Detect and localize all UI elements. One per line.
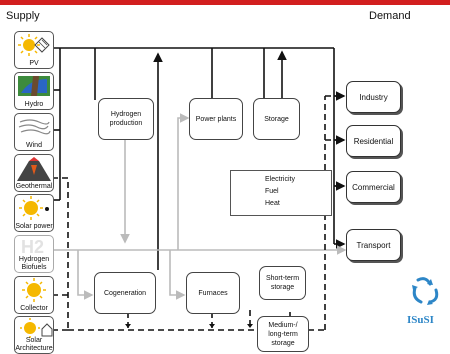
fuel-to-power-plants — [177, 113, 190, 250]
source-label: Solar Architecture — [15, 337, 53, 352]
source-label: PV — [29, 60, 39, 67]
h2-icon-text: H2 — [21, 237, 44, 256]
cogeneration-box: Cogeneration — [94, 272, 156, 314]
supply-heading: Supply — [6, 10, 40, 22]
sun-icon — [20, 318, 53, 338]
source-hydro: Hydro — [14, 72, 54, 110]
legend-fuel: Fuel — [265, 188, 279, 195]
demand-transport: Transport — [346, 229, 401, 261]
source-label: Geothermal — [15, 183, 53, 190]
source-label: Solar power — [15, 223, 53, 230]
short-term-storage-box: Short-term storage — [259, 266, 306, 300]
source-solar-architecture: Solar Architecture — [14, 316, 54, 354]
source-label: Hydro — [24, 101, 44, 108]
legend: Electricity Fuel Heat — [230, 170, 332, 216]
demand-industry: Industry — [346, 81, 401, 113]
sun-icon — [22, 278, 46, 302]
demand-commercial: Commercial — [346, 171, 401, 203]
storage-box: Storage — [253, 98, 300, 140]
demand-residential: Residential — [346, 125, 401, 157]
top-accent-bar — [0, 0, 450, 5]
wind-icon — [18, 119, 51, 135]
source-solar-power: Solar power — [14, 194, 54, 232]
isusi-logo-text: ISuSI — [407, 314, 434, 326]
isusi-logo-icon — [412, 277, 439, 305]
electricity-lines — [52, 47, 346, 270]
source-geothermal: Geothermal — [14, 154, 54, 192]
source-label: Hydrogen Biofuels — [18, 256, 50, 271]
h2-icon: H2 — [21, 237, 44, 257]
medium-long-term-storage-box: Medium-/ long-term storage — [257, 316, 309, 352]
source-pv: PV — [14, 31, 54, 69]
source-wind: Wind — [14, 113, 54, 151]
fuel-lines — [52, 113, 347, 300]
power-plants-box: Power plants — [189, 98, 243, 140]
volcano-icon — [17, 157, 51, 181]
hydrogen-production-box: Hydrogen production — [98, 98, 154, 140]
sun-icon — [18, 34, 50, 56]
source-label: Wind — [26, 142, 42, 149]
source-hydrogen-biofuels: H2 Hydrogen Biofuels — [14, 235, 54, 273]
source-label: Collector — [20, 305, 48, 312]
demand-heading: Demand — [369, 10, 411, 22]
geothermal-heat — [52, 177, 69, 330]
hydro-icon — [18, 76, 50, 96]
sun-icon — [19, 196, 49, 220]
legend-heat: Heat — [265, 200, 280, 207]
source-collector: Collector — [14, 276, 54, 314]
furnaces-box: Furnaces — [186, 272, 240, 314]
legend-electricity: Electricity — [265, 176, 295, 183]
